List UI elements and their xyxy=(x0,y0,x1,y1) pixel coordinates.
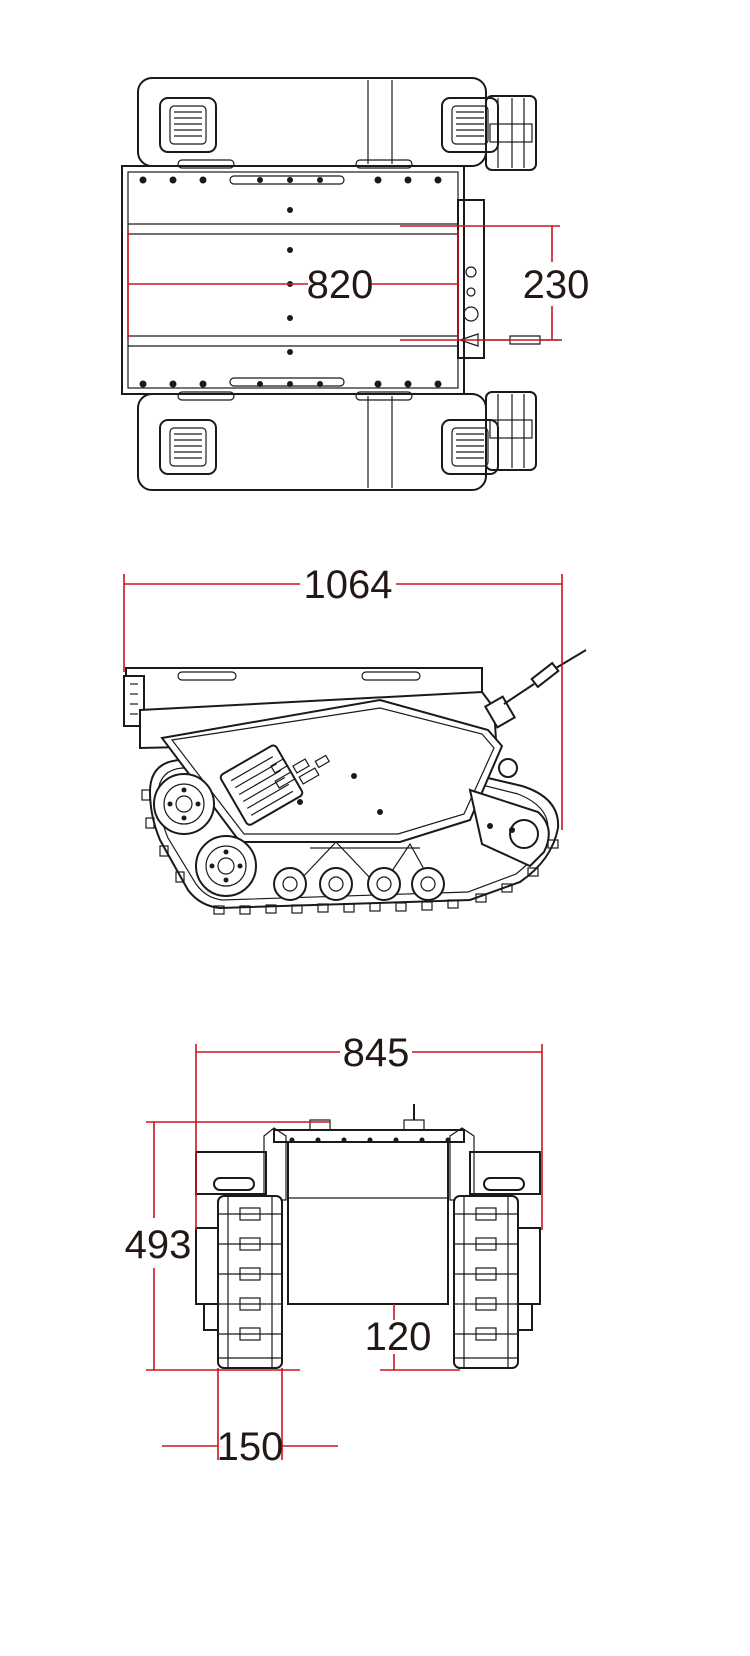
top-view: 820 230 xyxy=(121,77,590,491)
side-plate xyxy=(160,698,504,843)
vent-grille xyxy=(174,433,202,459)
dim-label-150: 150 xyxy=(217,1425,284,1469)
top-view-upper-track xyxy=(137,77,537,171)
vent-grille xyxy=(174,111,202,137)
front-view: 845 493 120 150 xyxy=(125,1031,543,1469)
idler-wheel xyxy=(195,835,257,897)
dim-label-845: 845 xyxy=(343,1031,410,1075)
top-view-lower-track xyxy=(137,391,537,491)
vent-grille xyxy=(230,756,294,816)
antenna xyxy=(483,649,587,729)
front-view-left-side xyxy=(195,1127,287,1331)
dim-label-230: 230 xyxy=(523,263,590,307)
front-view-left-track xyxy=(217,1195,283,1369)
front-view-body xyxy=(287,1141,449,1305)
dim-label-493: 493 xyxy=(125,1223,192,1267)
rear-arm xyxy=(468,758,550,868)
drive-wheel xyxy=(153,773,215,835)
dim-1064: 1064 xyxy=(123,563,563,830)
vent-grille xyxy=(456,111,484,137)
front-view-right-track xyxy=(453,1195,519,1369)
dim-label-1064: 1064 xyxy=(304,563,393,607)
dim-label-120: 120 xyxy=(365,1315,432,1359)
track-cleats xyxy=(141,789,559,915)
front-view-top xyxy=(273,1104,465,1143)
dim-230: 230 xyxy=(400,225,590,341)
dim-150: 150 xyxy=(162,1368,338,1469)
dim-120: 120 xyxy=(365,1304,460,1371)
front-view-right-side xyxy=(449,1127,541,1331)
dim-845: 845 xyxy=(195,1031,543,1230)
vent-grille xyxy=(456,433,484,459)
side-view: 1064 xyxy=(123,563,587,915)
road-wheels xyxy=(273,841,445,901)
bolt-row xyxy=(139,176,442,388)
dim-label-820: 820 xyxy=(307,263,374,307)
dim-493: 493 xyxy=(125,1121,330,1371)
dim-820: 820 xyxy=(127,230,459,340)
